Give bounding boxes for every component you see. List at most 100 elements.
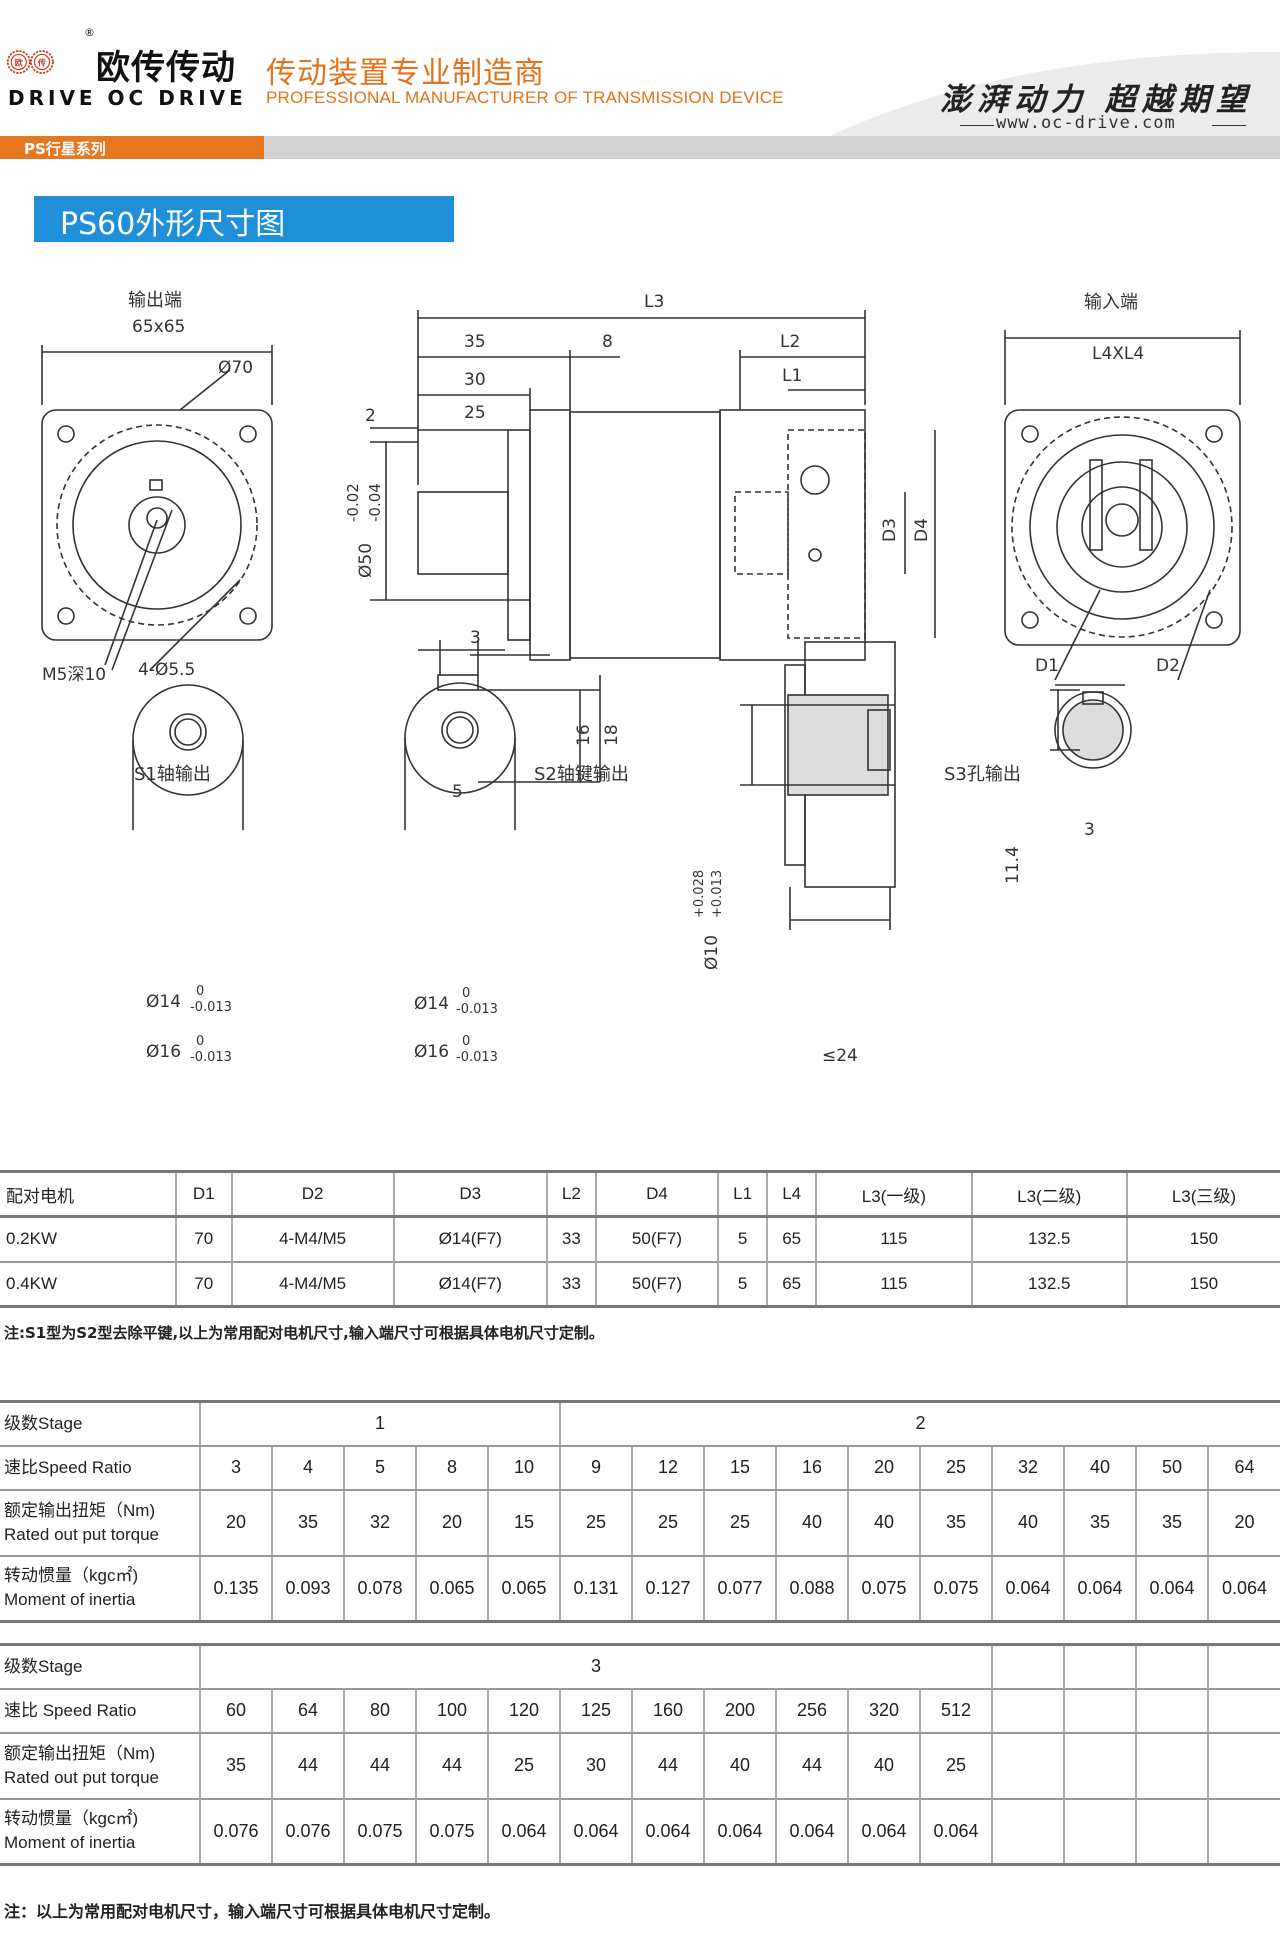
table-header-cell: L2 [545, 1171, 596, 1217]
input-end-label: 输入端 [1084, 292, 1138, 313]
table-cell: 200 [703, 1688, 776, 1734]
table-cell: 44 [631, 1732, 704, 1800]
table-cell: 35 [1063, 1489, 1136, 1557]
table-cell: 0.064 [487, 1798, 560, 1866]
table-cell [991, 1798, 1064, 1866]
website-text: www.oc-drive.com [996, 113, 1176, 133]
table-cell [1063, 1798, 1136, 1866]
empty-cell [1207, 1643, 1280, 1690]
ratio-label: 速比Speed Ratio [0, 1445, 200, 1491]
table-cell: 0.093 [271, 1555, 344, 1623]
table-cell: 0.2KW [6, 1229, 58, 1249]
table-header-cell: D4 [594, 1171, 719, 1217]
table-header-cell: D2 [230, 1171, 394, 1217]
torque-label-en: Rated out put torque [4, 1524, 160, 1544]
series-label: PS行星系列 [24, 140, 106, 158]
output-end-view [41, 345, 273, 671]
tol-upper: -0.02 [344, 483, 362, 522]
header-swoosh [830, 52, 1280, 136]
table-cell: 44 [775, 1732, 848, 1800]
table-cell: 64 [1207, 1445, 1280, 1491]
table-cell: 0.064 [919, 1798, 992, 1866]
table-cell: 40 [703, 1732, 776, 1800]
table-cell [1135, 1798, 1208, 1866]
d70-label: Ø70 [218, 358, 254, 378]
table-cell: 44 [415, 1732, 488, 1800]
inertia-label-cn: 转动惯量（kgc㎡) [4, 1566, 139, 1586]
table-cell: 0.075 [847, 1555, 920, 1623]
table-cell: 0.088 [775, 1555, 848, 1623]
s2-tol-lo-2: -0.013 [456, 1050, 498, 1065]
d4-label: D4 [912, 518, 932, 542]
s3-h: 11.4 [1003, 846, 1023, 884]
header-grey-bar [264, 136, 1280, 159]
dim-8: 8 [602, 332, 613, 352]
dim-35: 35 [464, 332, 486, 352]
table-cell: 0.064 [1063, 1555, 1136, 1623]
table-header-cell: D3 [392, 1171, 547, 1217]
table-cell: 100 [415, 1688, 488, 1734]
table-cell: 0.076 [271, 1798, 344, 1866]
table-cell: 44 [343, 1732, 416, 1800]
torque-label-cn: 额定输出扭矩（Nm) [4, 1500, 156, 1520]
table-cell: 0.064 [703, 1798, 776, 1866]
table-cell: 65 [766, 1216, 817, 1262]
table-cell: 33 [545, 1216, 596, 1262]
table-cell: 4 [271, 1445, 344, 1491]
table-cell: 0.131 [559, 1555, 632, 1623]
table-cell: 25 [559, 1489, 632, 1557]
table-cell: 32 [991, 1445, 1064, 1491]
table-cell: 256 [775, 1688, 848, 1734]
table-cell: 3 [199, 1445, 272, 1491]
table-cell: 160 [631, 1688, 704, 1734]
d1-label: D1 [1035, 656, 1059, 676]
drawing-lines [41, 310, 1241, 930]
table-cell: 65 [766, 1261, 817, 1307]
table-cell: 25 [631, 1489, 704, 1557]
ratio-label: 速比 Speed Ratio [0, 1688, 200, 1734]
table-cell: 50(F7) [594, 1216, 719, 1262]
table-cell: Ø14(F7) [392, 1261, 547, 1307]
table-cell: 512 [919, 1688, 992, 1734]
table-cell: Ø14(F7) [392, 1216, 547, 1262]
table-cell [1207, 1732, 1280, 1800]
input-end-view [1004, 330, 1241, 681]
table-cell: 0.078 [343, 1555, 416, 1623]
table-cell: 25 [919, 1445, 992, 1491]
table-cell: 0.064 [847, 1798, 920, 1866]
holes-label: 4-Ø5.5 [138, 660, 196, 680]
table-header-cell: L3(一级) [815, 1171, 972, 1217]
table-cell: 132.5 [970, 1216, 1127, 1262]
stage-label: 级数Stage [0, 1643, 200, 1690]
page-header: 欧 传 ® 欧传传动 DRIVE OC DRIVE 传动装置专业制造商 PROF… [0, 0, 1280, 160]
s3-len: ≤24 [822, 1046, 858, 1066]
table-cell: 9 [559, 1445, 632, 1491]
divider [1212, 125, 1246, 126]
s1-d16: Ø16 [146, 1042, 182, 1062]
table-cell: 5 [717, 1216, 768, 1262]
table-cell: 0.064 [559, 1798, 632, 1866]
s2-tol-up: 0 [462, 986, 471, 1001]
table-cell: 70 [174, 1261, 232, 1307]
slogan: 澎湃动力 超越期望 [940, 82, 1253, 118]
s3-view [740, 641, 1132, 930]
tagline-en: PROFESSIONAL MANUFACTURER OF TRANSMISSIO… [266, 88, 784, 107]
table-cell: 5 [717, 1261, 768, 1307]
table-cell [1207, 1798, 1280, 1866]
table-cell: 70 [174, 1216, 232, 1262]
page-title: PS60外形尺寸图 [60, 207, 286, 242]
s2-d16: Ø16 [414, 1042, 450, 1062]
table-cell [1207, 1688, 1280, 1734]
table-cell: 0.075 [343, 1798, 416, 1866]
table-cell [1135, 1732, 1208, 1800]
inertia-label: 转动惯量（kgc㎡)Moment of inertia [0, 1798, 200, 1866]
table-cell: 120 [487, 1688, 560, 1734]
torque-label-cn: 额定输出扭矩（Nm) [4, 1743, 156, 1763]
torque-label: 额定输出扭矩（Nm)Rated out put torque [0, 1732, 200, 1800]
